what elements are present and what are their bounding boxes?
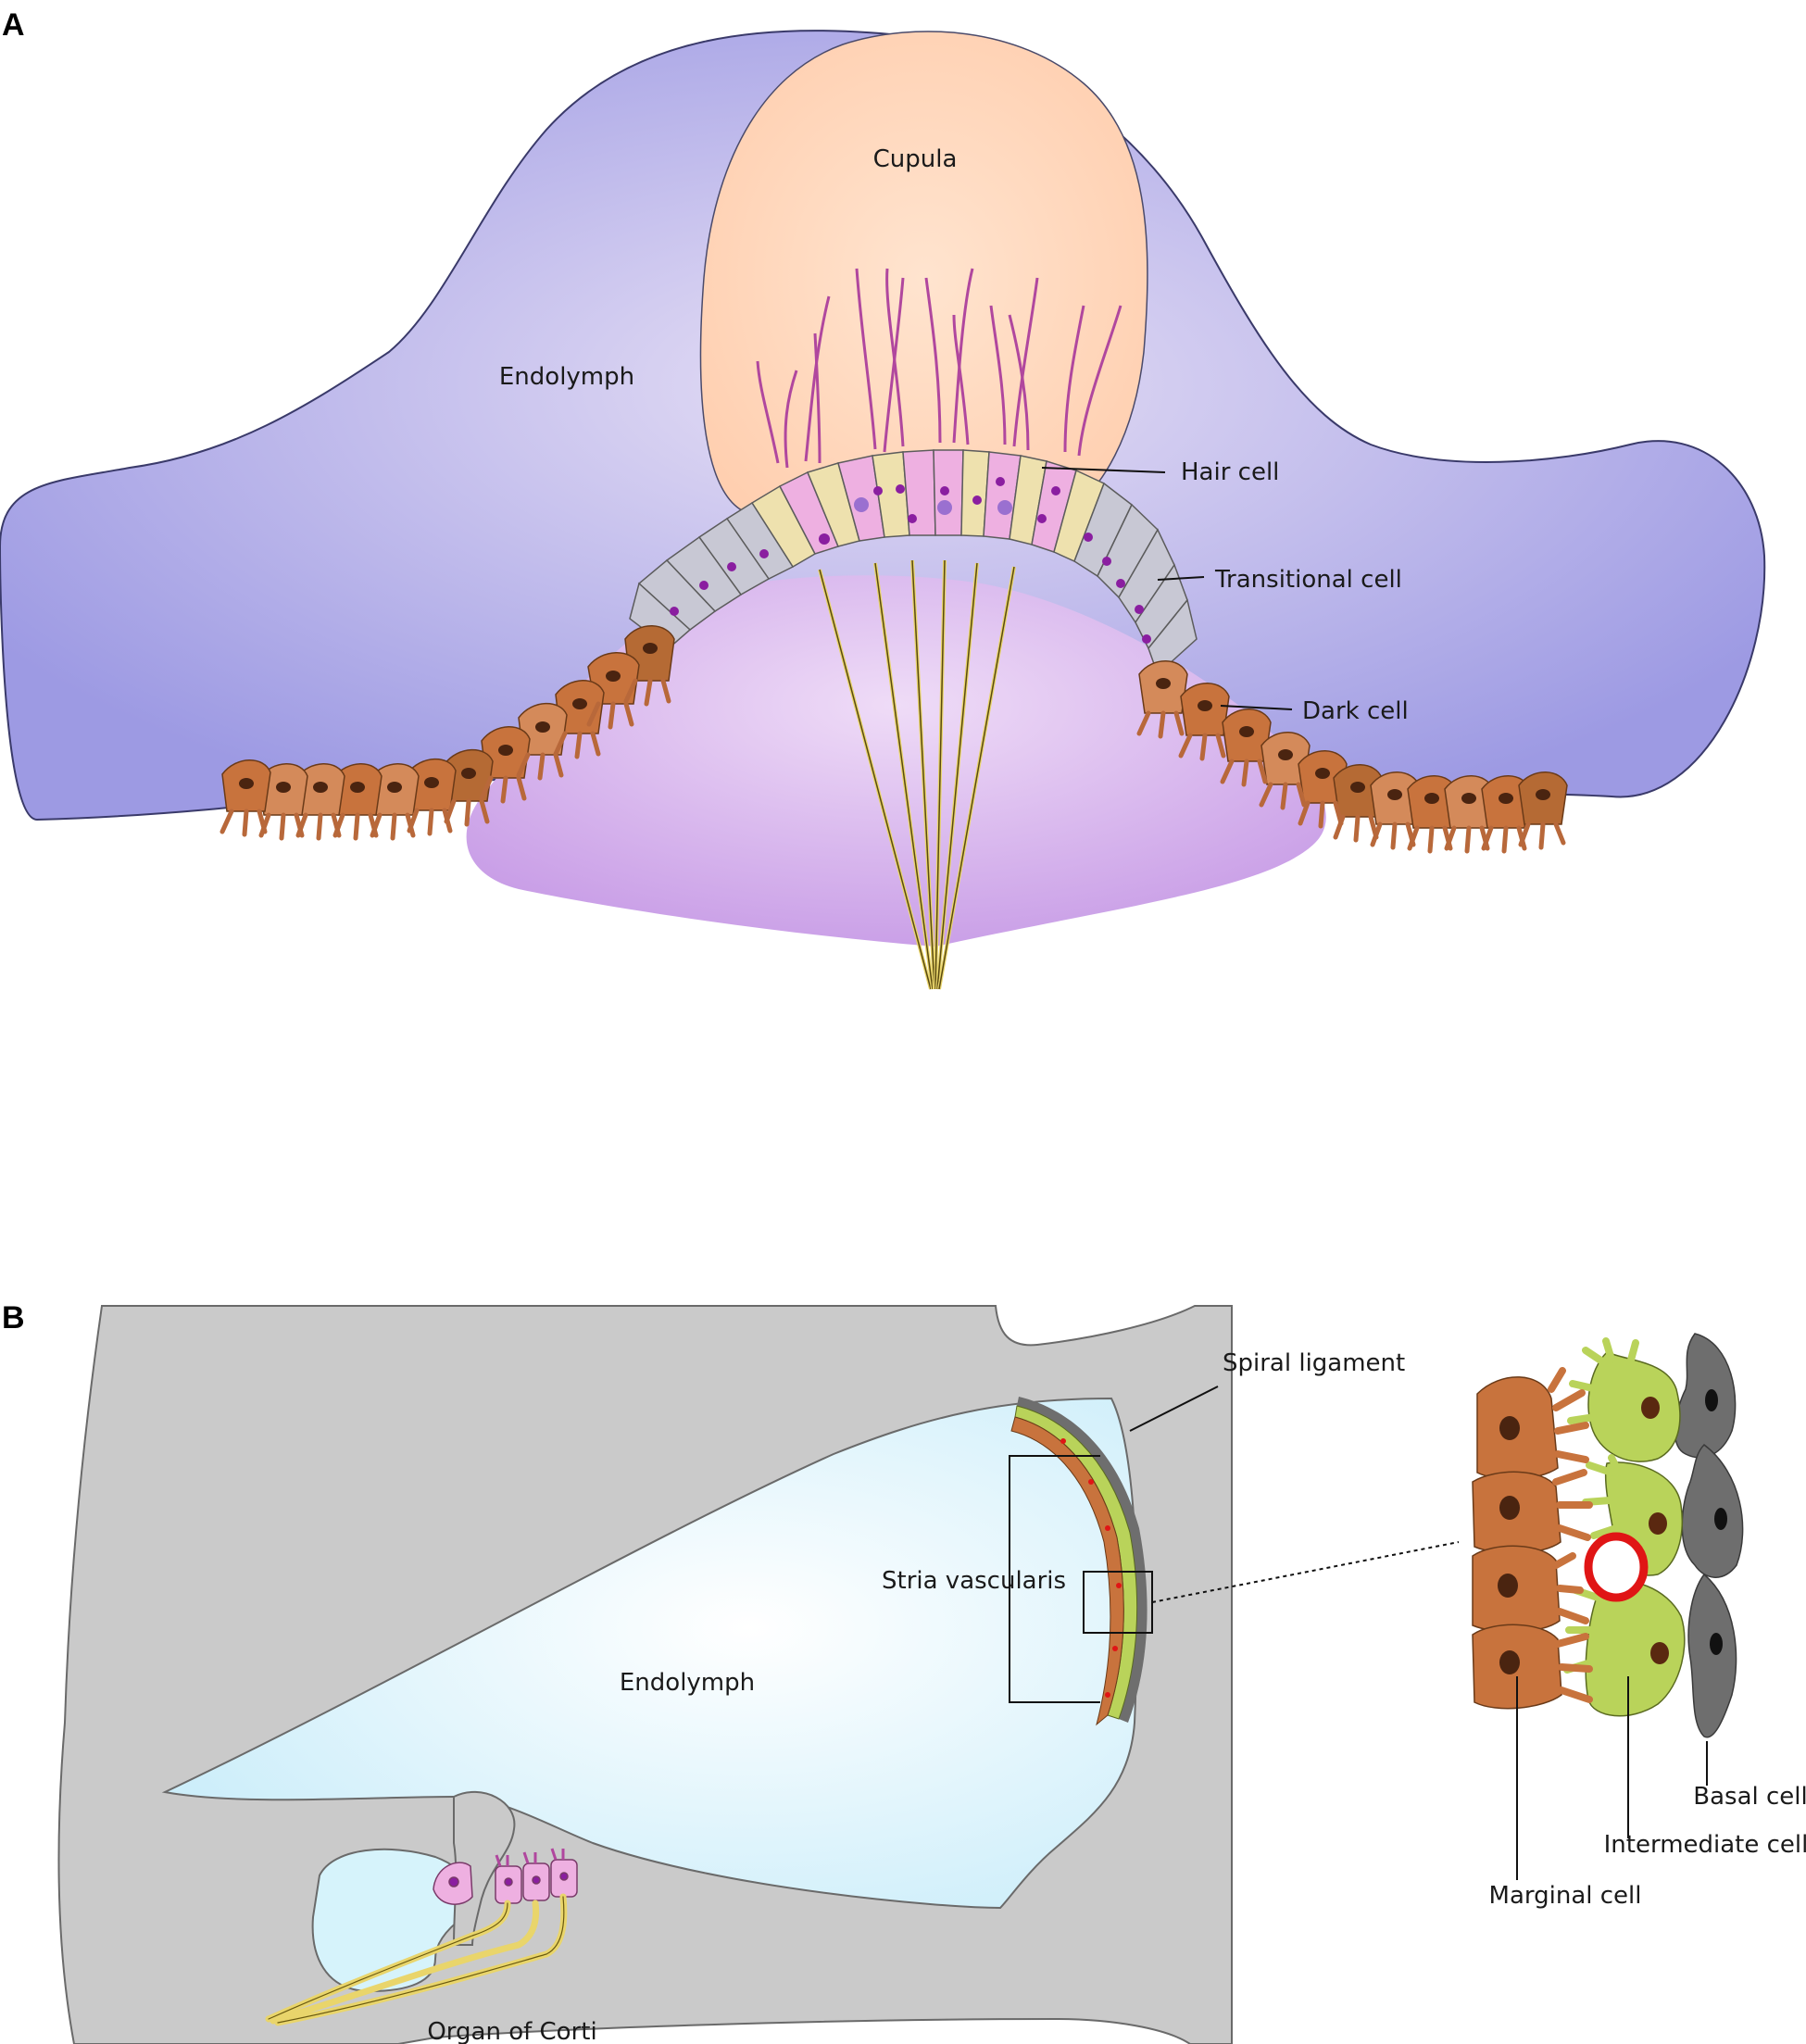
stria-vascularis-label: Stria vascularis bbox=[882, 1567, 1066, 1595]
corti-nerve-fibers bbox=[265, 1893, 568, 2026]
hair-cell-leader bbox=[1041, 467, 1166, 473]
panel-a: A bbox=[0, 7, 1766, 990]
dark-cell-processes-left bbox=[219, 678, 671, 841]
capillary bbox=[1584, 1532, 1649, 1602]
panel-b-letter: B bbox=[2, 1300, 25, 1335]
corti-tunnel bbox=[311, 1848, 473, 1993]
basal-cell-label: Basal cell bbox=[1693, 1783, 1806, 1811]
nerve-fibers bbox=[818, 559, 1016, 990]
stria-detail bbox=[1472, 1333, 1744, 1880]
spiral-ligament-leader bbox=[1129, 1386, 1219, 1432]
cupula-label: Cupula bbox=[873, 145, 958, 173]
dark-cell-nuclei bbox=[239, 643, 1550, 804]
ampulla-crista bbox=[466, 575, 1326, 947]
panel-b: B bbox=[2, 1300, 1806, 2044]
scala-media bbox=[161, 1397, 1138, 1910]
hair-cell bbox=[902, 449, 936, 536]
sensory-epithelium bbox=[750, 449, 1105, 569]
dark-cell-leader bbox=[1220, 705, 1293, 710]
organ-of-corti-cells bbox=[433, 1848, 578, 1905]
basal-cells bbox=[1674, 1333, 1744, 1738]
zoom-connector bbox=[1151, 1541, 1460, 1603]
stria-vascularis-strip bbox=[1010, 1397, 1148, 1726]
marginal-cell-label: Marginal cell bbox=[1489, 1882, 1642, 1910]
marginal-cells bbox=[1472, 1376, 1562, 1710]
transitional-cell-label: Transitional cell bbox=[1214, 566, 1402, 594]
endolymph-label-a: Endolymph bbox=[499, 363, 634, 391]
panel-a-letter: A bbox=[2, 7, 25, 43]
organ-of-corti-label: Organ of Corti bbox=[427, 2018, 596, 2044]
stereocilia bbox=[756, 268, 1122, 469]
dark-cell-processes-right bbox=[1136, 710, 1566, 854]
spiral-ligament-label: Spiral ligament bbox=[1223, 1349, 1405, 1377]
stria-bracket bbox=[1009, 1455, 1100, 1703]
hair-cell-label: Hair cell bbox=[1181, 458, 1279, 486]
dark-cell-label: Dark cell bbox=[1302, 697, 1409, 725]
intermediate-cell-label: Intermediate cell bbox=[1604, 1831, 1806, 1859]
intermediate-cell-processes bbox=[1563, 1337, 1639, 1674]
marginal-cell-nuclei bbox=[1498, 1416, 1520, 1674]
transitional-cell-leader bbox=[1157, 576, 1205, 581]
marginal-cell-processes bbox=[1548, 1367, 1593, 1703]
basal-cell-nuclei bbox=[1705, 1389, 1727, 1655]
endolymph-label-b: Endolymph bbox=[620, 1669, 755, 1697]
intermediate-cell-nuclei bbox=[1641, 1397, 1669, 1664]
nuclei bbox=[670, 477, 1151, 644]
transitional-cells bbox=[629, 482, 1198, 676]
